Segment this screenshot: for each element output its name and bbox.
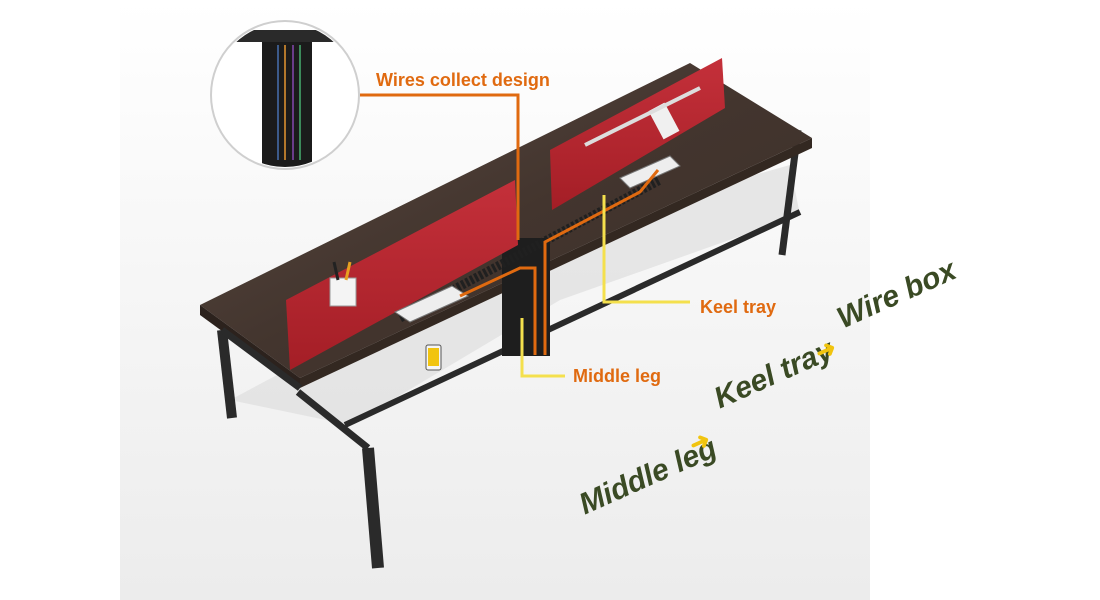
wire-box-front [393, 285, 470, 323]
side-rail [219, 327, 303, 391]
detail-leg [262, 30, 312, 167]
middle-leg-label: Middle leg [573, 366, 662, 386]
front-leg-left [217, 329, 237, 419]
wires-collect-label: Wires collect design [376, 70, 550, 90]
keel-callout-line [602, 195, 690, 304]
keel-tray-label: Keel tray [700, 297, 777, 317]
front-leg-right [362, 447, 384, 569]
wire-box-back [619, 155, 681, 189]
leg-callout-line [520, 318, 565, 378]
front-rail [295, 389, 371, 451]
wires-callout-line [360, 93, 520, 240]
pen [332, 261, 340, 281]
lower-rail [343, 209, 802, 428]
desktop-edge-side [300, 138, 812, 388]
orange-route-2 [543, 169, 660, 355]
orange-route [459, 266, 537, 355]
panel-rail [584, 86, 701, 147]
privacy-panel-front [286, 180, 518, 370]
phone-screen [428, 348, 439, 366]
pen [344, 261, 352, 281]
pen-holder [329, 277, 357, 307]
